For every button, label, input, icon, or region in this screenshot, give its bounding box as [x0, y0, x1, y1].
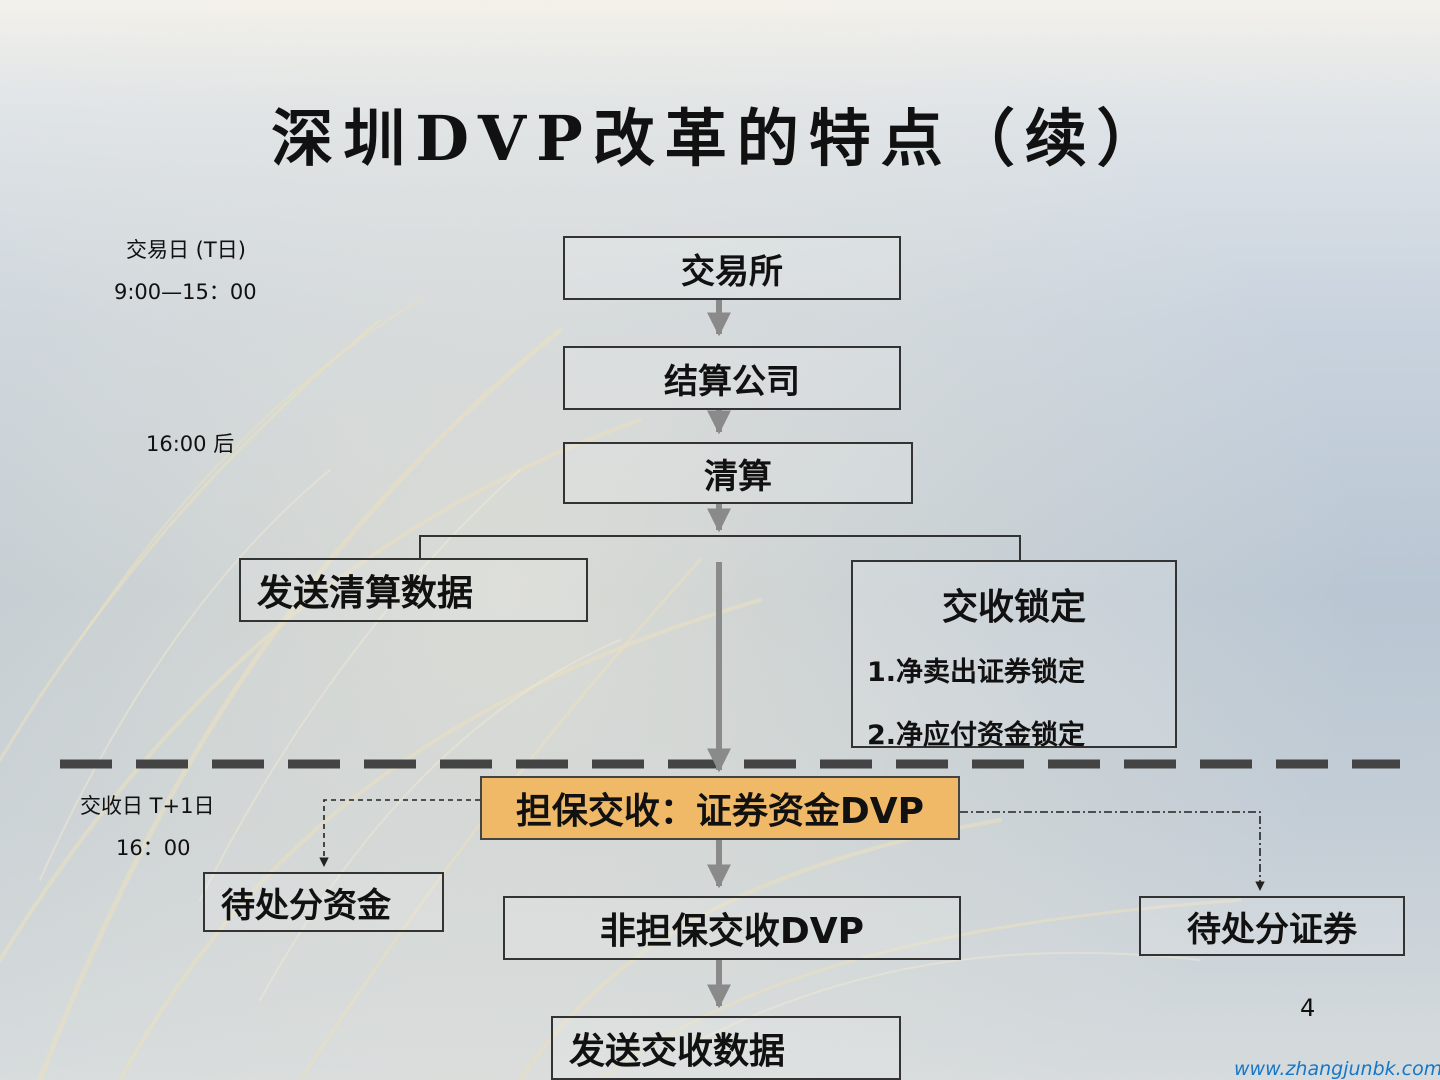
slide-title: 深圳DVP改革的特点（续） [271, 102, 1169, 175]
branch-connector [419, 535, 1021, 560]
after-time-label: 16:00 后 [146, 432, 235, 456]
settlement-lock-item-securities: 1.净卖出证券锁定 [867, 657, 1086, 688]
settle-time-label: 16：00 [116, 836, 191, 860]
pending-securities-box: 待处分证券 [1139, 896, 1405, 956]
trade-hours-label: 9:00—15：00 [114, 280, 257, 304]
watermark-text: www.zhangjunbk.com [1234, 1058, 1440, 1080]
settlement-lock-item-funds: 2.净应付资金锁定 [867, 720, 1086, 751]
guaranteed-settlement-box: 担保交收：证券资金DVP [480, 776, 960, 840]
dashed-arrow-to-pending-funds [319, 799, 480, 867]
page-number: 4 [1300, 994, 1316, 1022]
settlement-lock-box: 交收锁定 1.净卖出证券锁定 2.净应付资金锁定 [851, 560, 1177, 751]
send-settlement-data-box: 发送交收数据 [551, 1016, 901, 1080]
trade-day-label: 交易日 (T日) [126, 238, 246, 262]
settlement-lock-title: 交收锁定 [941, 587, 1086, 628]
non-guaranteed-settlement-box: 非担保交收DVP [503, 896, 961, 960]
dashed-arrow-to-pending-securities [960, 811, 1265, 891]
exchange-box: 交易所 [563, 236, 901, 300]
clearing-company-box: 结算公司 [563, 346, 901, 410]
settle-day-label: 交收日 T+1日 [80, 794, 215, 818]
clearing-box: 清算 [563, 442, 913, 504]
pending-funds-box: 待处分资金 [203, 872, 444, 932]
send-clearing-data-box: 发送清算数据 [239, 558, 588, 622]
